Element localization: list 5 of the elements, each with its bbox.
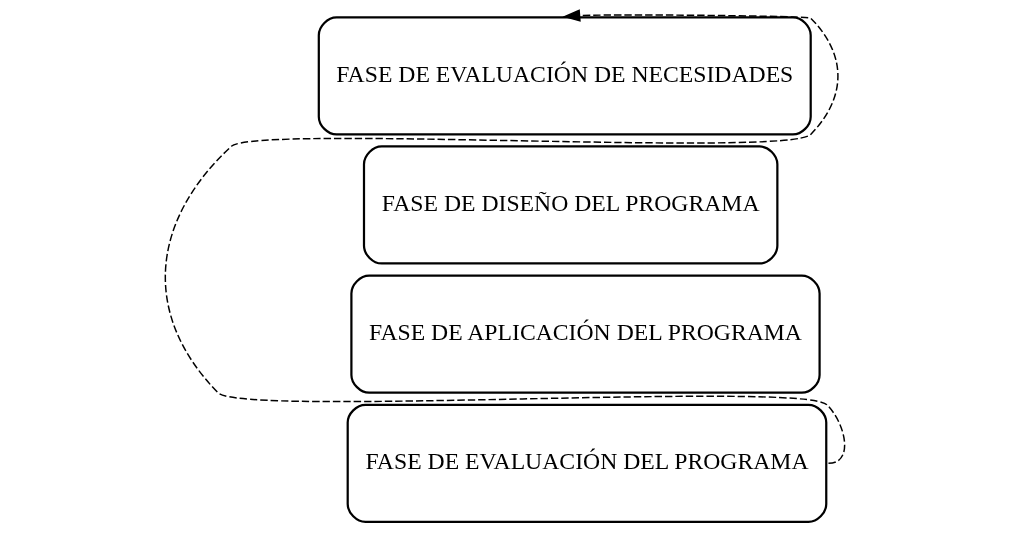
node-box: FASE DE DISEÑO DEL PROGRAMA: [362, 145, 778, 265]
node-box: FASE DE EVALUACIÓN DEL PROGRAMA: [346, 403, 827, 523]
node-box: FASE DE EVALUACIÓN DE NECESIDADES: [317, 16, 812, 136]
node-box: FASE DE APLICACIÓN DEL PROGRAMA: [349, 274, 821, 394]
arrow: [164, 9, 845, 465]
